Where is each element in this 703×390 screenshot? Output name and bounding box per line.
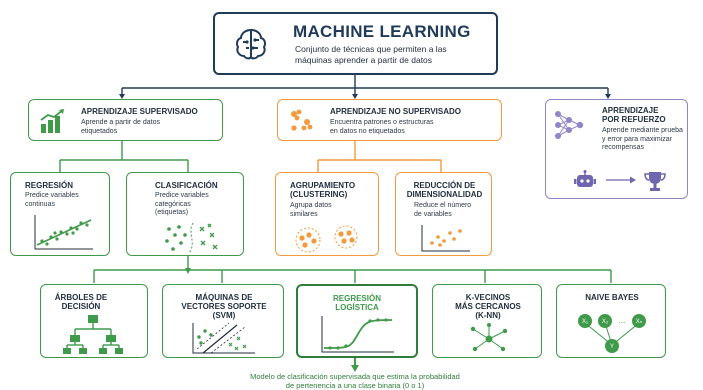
dimred-title-line2: DIMENSIONALIDAD xyxy=(406,190,483,199)
unsupervised-learning-box: APRENDIZAJE NO SUPERVISADO Encuentra pat… xyxy=(277,99,502,141)
svm-plot-icon xyxy=(192,323,255,354)
reinforcement-desc-line3: recompensas xyxy=(602,144,645,151)
algorithm-title-line1: MÁQUINAS DE xyxy=(195,293,253,302)
brain-icon xyxy=(236,28,266,60)
network-icon xyxy=(555,111,584,139)
algorithm-card-svm: MÁQUINAS DE VECTORES SOPORTE (SVM) xyxy=(162,284,284,358)
clustering-title-line1: AGRUPAMIENTO xyxy=(290,181,356,190)
algorithm-title-line2: MÁS CERCANOS xyxy=(455,302,521,311)
reinforcement-desc-line2: y error para maximizar xyxy=(602,135,673,143)
bar-chart-icon xyxy=(40,109,64,133)
regression-plot-icon xyxy=(34,215,93,250)
reinforcement-learning-box: APRENDIZAJE POR REFUERZO Aprende mediant… xyxy=(545,99,688,199)
classification-desc-line2: categóricas xyxy=(155,200,191,208)
classification-desc-line3: (etiquetas) xyxy=(155,209,189,216)
bayes-ellipsis: ... xyxy=(619,316,626,325)
robot-icon xyxy=(574,170,596,187)
dimred-plot-icon xyxy=(421,225,470,252)
algorithm-card-logistic-regression: REGRESIÓN LOGÍSTICA xyxy=(296,284,418,358)
algorithm-title-line2: LOGÍSTICA xyxy=(335,303,379,312)
algorithm-card-decision-trees: ÁRBOLES DE DECISIÓN xyxy=(40,284,148,358)
classification-title: CLASIFICACIÓN xyxy=(155,181,218,190)
regression-desc-line1: Predice variables xyxy=(25,192,79,199)
supervised-title: APRENDIZAJE SUPERVISADO xyxy=(81,107,198,116)
clustering-desc-line2: similares xyxy=(290,210,318,218)
algorithm-title-line3: (K-NN) xyxy=(475,311,501,320)
algorithm-title-line3: (SVM) xyxy=(212,311,236,320)
dimred-title-line1: REDUCCIÓN DE xyxy=(413,181,476,190)
unsupervised-desc-line2: en datos no etiquetados xyxy=(330,127,405,135)
bayes-node-x1: X₁ xyxy=(582,319,588,325)
algorithm-title-line1: NAIVE BAYES xyxy=(585,293,639,302)
supervised-desc-line1: Aprende a partir de datos xyxy=(81,119,160,126)
main-subtitle-line2: máquinas aprender a partir de datos xyxy=(295,55,433,65)
main-title: MACHINE LEARNING xyxy=(293,22,471,41)
bayes-network-icon: X₁ X₂ Xₙ Y ... xyxy=(578,314,646,353)
algorithm-title-line2: DECISIÓN xyxy=(61,302,101,311)
clustering-title-line2: (CLUSTERING) xyxy=(290,190,348,199)
reinforcement-title-line1: APRENDIZAJE xyxy=(602,106,659,115)
algorithm-card-knn: K-VECINOS MÁS CERCANOS (K-NN) xyxy=(432,284,542,358)
cluster-groups-icon xyxy=(295,225,358,253)
dimred-desc-line2: de variables xyxy=(414,210,452,218)
footer-line1: Modelo de clasificación supervisada que … xyxy=(250,372,460,381)
clusters-icon xyxy=(291,109,313,131)
classification-desc-line1: Predice variables xyxy=(155,192,209,199)
sigmoid-curve-icon xyxy=(321,316,394,353)
unsupervised-desc-line1: Encuentra patrones o estructuras xyxy=(330,119,434,126)
algorithm-title-line1: ÁRBOLES DE xyxy=(54,293,108,302)
supervised-learning-box: APRENDIZAJE SUPERVISADO Aprende a partir… xyxy=(28,99,223,141)
bayes-node-x2: X₂ xyxy=(602,319,609,325)
algorithm-title-line1: K-VECINOS xyxy=(465,293,511,302)
reinforcement-title-line2: POR REFUERZO xyxy=(602,115,666,124)
bayes-node-xn: Xₙ xyxy=(636,319,643,325)
clustering-box: AGRUPAMIENTO (CLUSTERING) Agrupa datos s… xyxy=(275,172,379,256)
algorithm-card-naive-bayes: NAIVE BAYES X₁ X₂ Xₙ Y ... xyxy=(556,284,666,358)
regression-box: REGRESIÓN Predice variables continuas xyxy=(10,172,110,256)
trophy-icon xyxy=(644,172,666,191)
classification-box: CLASIFICACIÓN Predice variables categóri… xyxy=(126,172,244,256)
reinforcement-desc-line1: Aprende mediante prueba xyxy=(602,127,683,134)
main-subtitle-line1: Conjunto de técnicas que permiten a las xyxy=(295,44,447,54)
supervised-desc-line2: etiquetados xyxy=(81,127,118,135)
dimred-desc-line1: Reduce el número xyxy=(414,202,472,209)
bayes-node-y: Y xyxy=(610,344,614,350)
algorithm-title-line1: REGRESIÓN xyxy=(332,294,381,303)
clustering-desc-line1: Agrupa datos xyxy=(290,202,332,209)
knn-neighbors-icon xyxy=(470,323,508,352)
regression-title: REGRESIÓN xyxy=(25,181,74,190)
decision-tree-icon xyxy=(63,315,123,354)
unsupervised-title: APRENDIZAJE NO SUPERVISADO xyxy=(330,107,461,116)
classification-plot-icon xyxy=(165,223,218,253)
machine-learning-box: MACHINE LEARNING Conjunto de técnicas qu… xyxy=(213,12,498,75)
algorithm-title-line2: VECTORES SOPORTE xyxy=(181,302,267,311)
dimensionality-reduction-box: REDUCCIÓN DE DIMENSIONALIDAD Reduce el n… xyxy=(395,172,492,256)
arrow-right-icon xyxy=(606,176,636,184)
footer-line2: de pertenencia a una clase binaria (0 o … xyxy=(285,380,425,390)
regression-desc-line2: continuas xyxy=(25,200,55,208)
